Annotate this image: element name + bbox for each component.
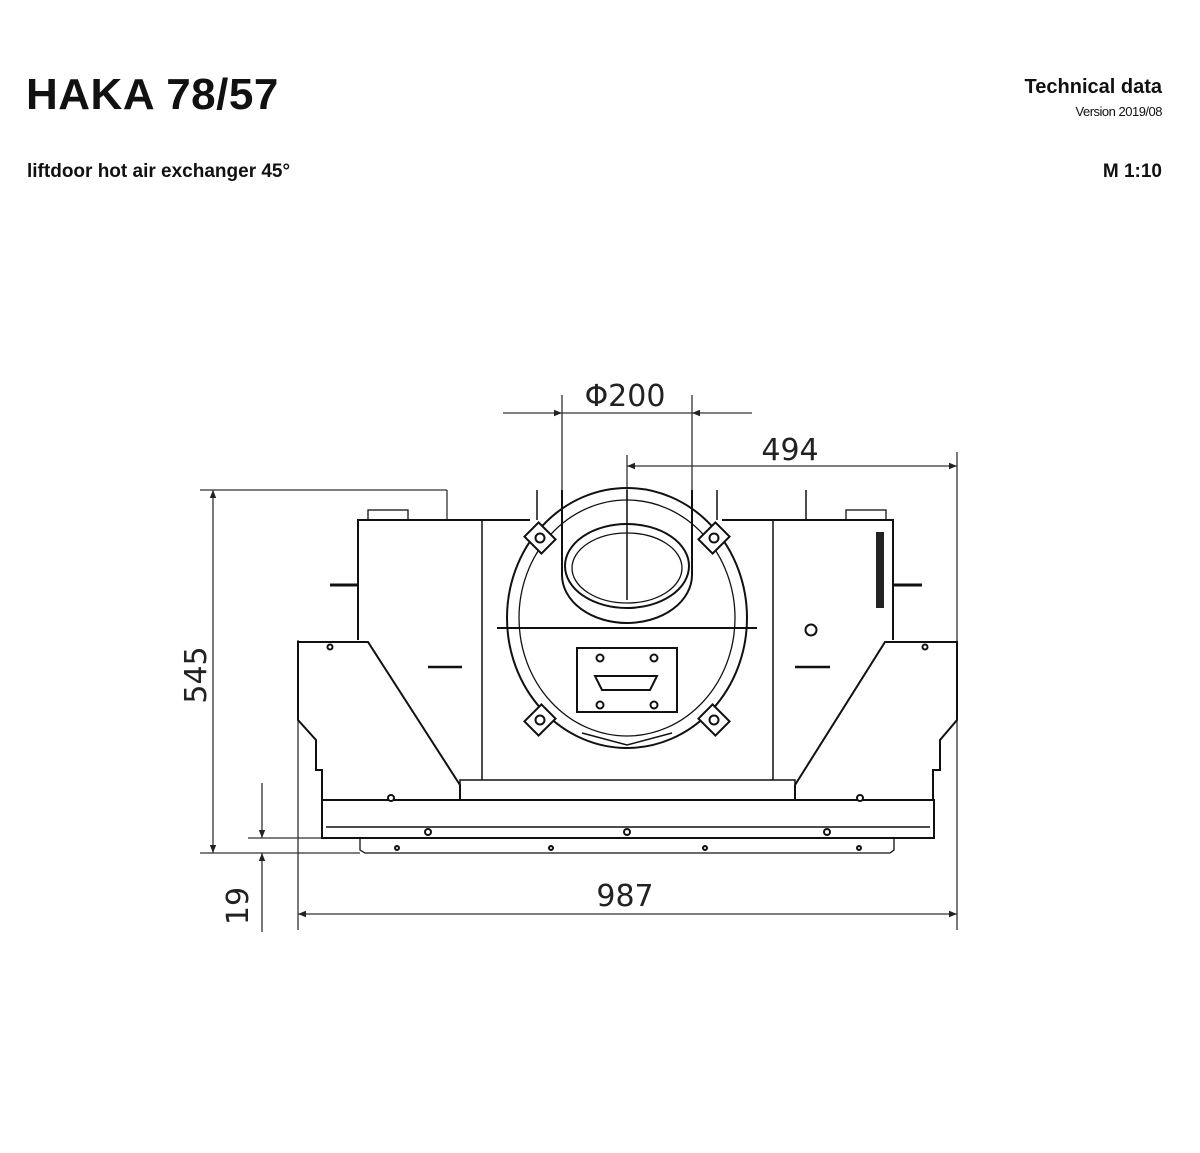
drawing-scale: M 1:10 [1102, 161, 1162, 182]
width-label: 987 [596, 879, 653, 914]
diameter-label: Φ200 [585, 379, 666, 414]
bolt-icons [326, 521, 929, 851]
dimension-lines [200, 395, 958, 932]
document-type: Technical data [1024, 76, 1162, 98]
offset-label: 494 [761, 433, 818, 468]
heat-exchanger-body [297, 487, 958, 854]
gap-label: 19 [221, 887, 256, 925]
product-subtitle: liftdoor hot air exchanger 45° [27, 161, 291, 182]
height-label: 545 [179, 646, 214, 703]
product-title: HAKA 78/57 [26, 70, 279, 119]
document-version: Version 2019/08 [1075, 104, 1163, 119]
